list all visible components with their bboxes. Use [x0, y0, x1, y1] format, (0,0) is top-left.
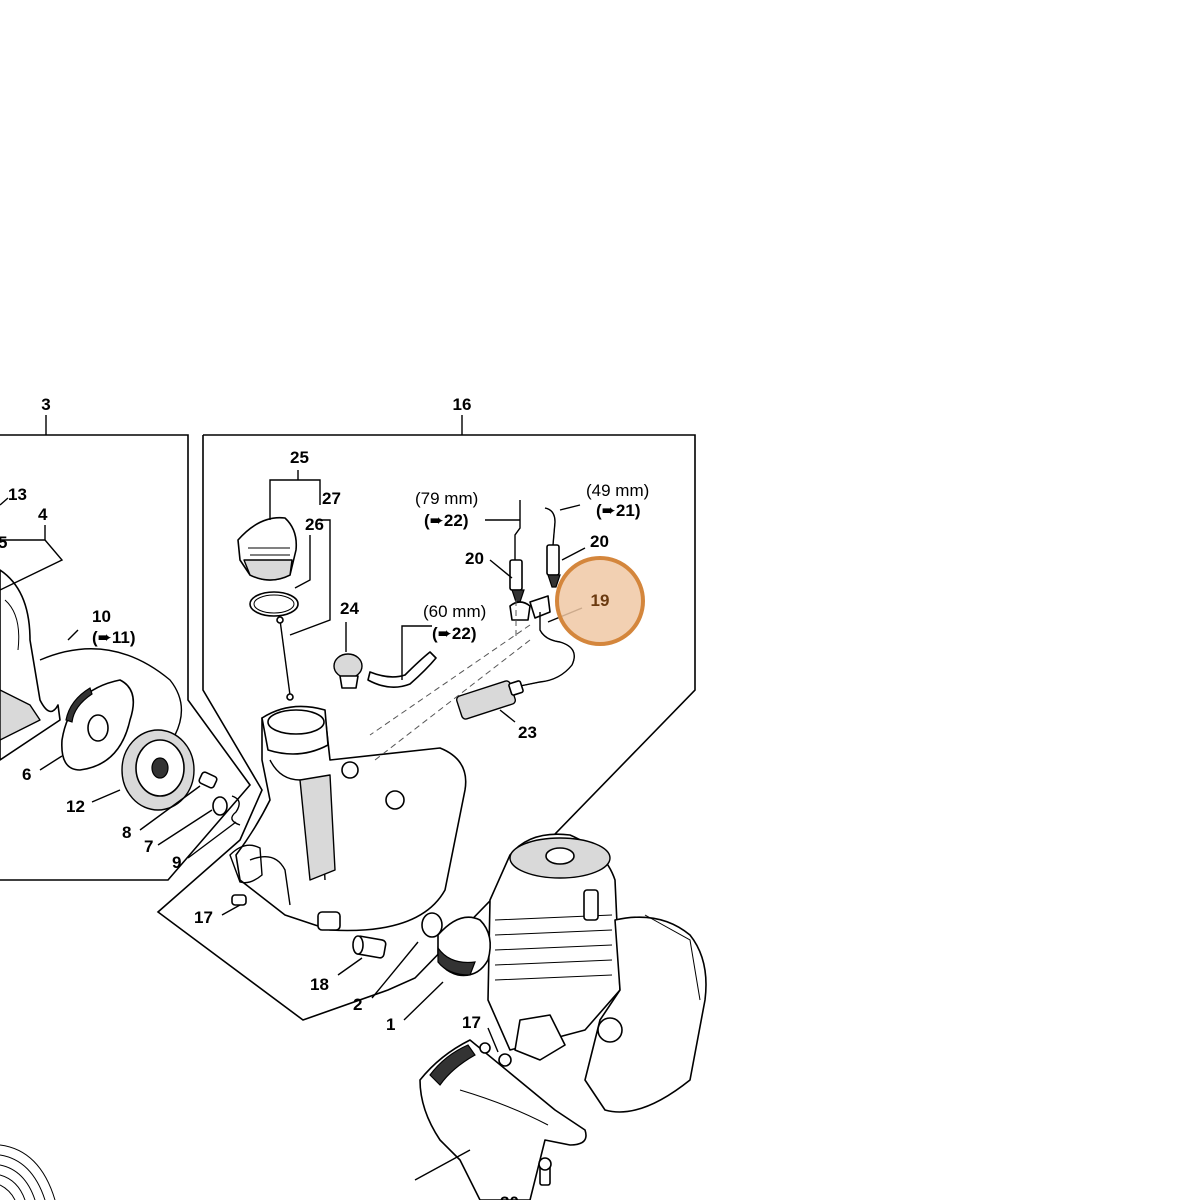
callout-12: 12: [66, 797, 85, 816]
pickup-connectors: [509, 595, 551, 621]
callout-7: 7: [144, 837, 153, 856]
callout-25: 25: [290, 448, 309, 467]
callout-49mm: (49 mm): [586, 481, 649, 500]
clutch-drum: [421, 912, 491, 977]
highlight-19[interactable]: [555, 556, 645, 646]
dashed-assembly-lines: [369, 600, 531, 761]
rewind-spring-disc: [61, 679, 135, 771]
o-ring: [249, 591, 299, 617]
callout-8: 8: [122, 823, 131, 842]
fuel-line-79mm: [509, 500, 523, 591]
callout-13: 13: [8, 485, 27, 504]
callout-20-left: 20: [465, 549, 484, 568]
callout-6: 6: [22, 765, 31, 784]
callout-23: 23: [518, 723, 537, 742]
spring-coil: [0, 1144, 56, 1200]
callout-10: 10: [92, 607, 111, 626]
leader-lines: [0, 497, 586, 1181]
callout-4: 4: [38, 505, 48, 524]
callout-17-top: 17: [194, 908, 213, 927]
callout-5: 5: [0, 533, 7, 552]
group-16-frame: [156, 415, 696, 1021]
callout-16: 16: [453, 395, 472, 414]
handle-bracket: [419, 1039, 587, 1200]
callout-9: 9: [172, 853, 181, 872]
grommet: [333, 653, 363, 689]
callout-24: 24: [340, 599, 359, 618]
callout-49mm-ref: (➨21): [596, 501, 640, 520]
cap-retainer: [276, 616, 294, 701]
leader-25: [269, 470, 331, 636]
rope-rotor: [39, 648, 195, 811]
callout-60mm-ref: (➨22): [432, 624, 476, 643]
callout-2: 2: [353, 995, 362, 1014]
hose-60mm: [367, 651, 437, 688]
fuel-tank: [229, 705, 467, 932]
engine: [487, 833, 707, 1113]
highlight-ring[interactable]: [555, 556, 645, 646]
callout-17-bottom: 17: [462, 1013, 481, 1032]
callout-27: 27: [322, 489, 341, 508]
callout-20-right: 20: [590, 532, 609, 551]
callout-60mm: (60 mm): [423, 602, 486, 621]
callout-10-ref: (➨11): [92, 628, 136, 647]
starter-housing: [0, 569, 61, 761]
callout-19[interactable]: 19: [591, 591, 610, 610]
callout-79mm-ref: (➨22): [424, 511, 468, 530]
small-parts-left: [198, 771, 241, 826]
group-3-frame: [0, 415, 252, 881]
callout-labels: 3 16 13 4 5 10 (➨11) 6 12 8 7 9 25 27 26…: [0, 395, 649, 1200]
callout-79mm: (79 mm): [415, 489, 478, 508]
fastener-17: [231, 894, 247, 906]
fuel-filter: [456, 680, 524, 720]
callout-30: 30: [500, 1193, 519, 1200]
callout-18: 18: [310, 975, 329, 994]
callout-1: 1: [386, 1015, 395, 1034]
fuel-line-49mm: [544, 507, 560, 576]
callout-3: 3: [41, 395, 50, 414]
callout-26: 26: [305, 515, 324, 534]
spacer-18: [352, 935, 387, 959]
fuel-cap: [237, 516, 298, 581]
pickup-hose: [519, 612, 575, 687]
